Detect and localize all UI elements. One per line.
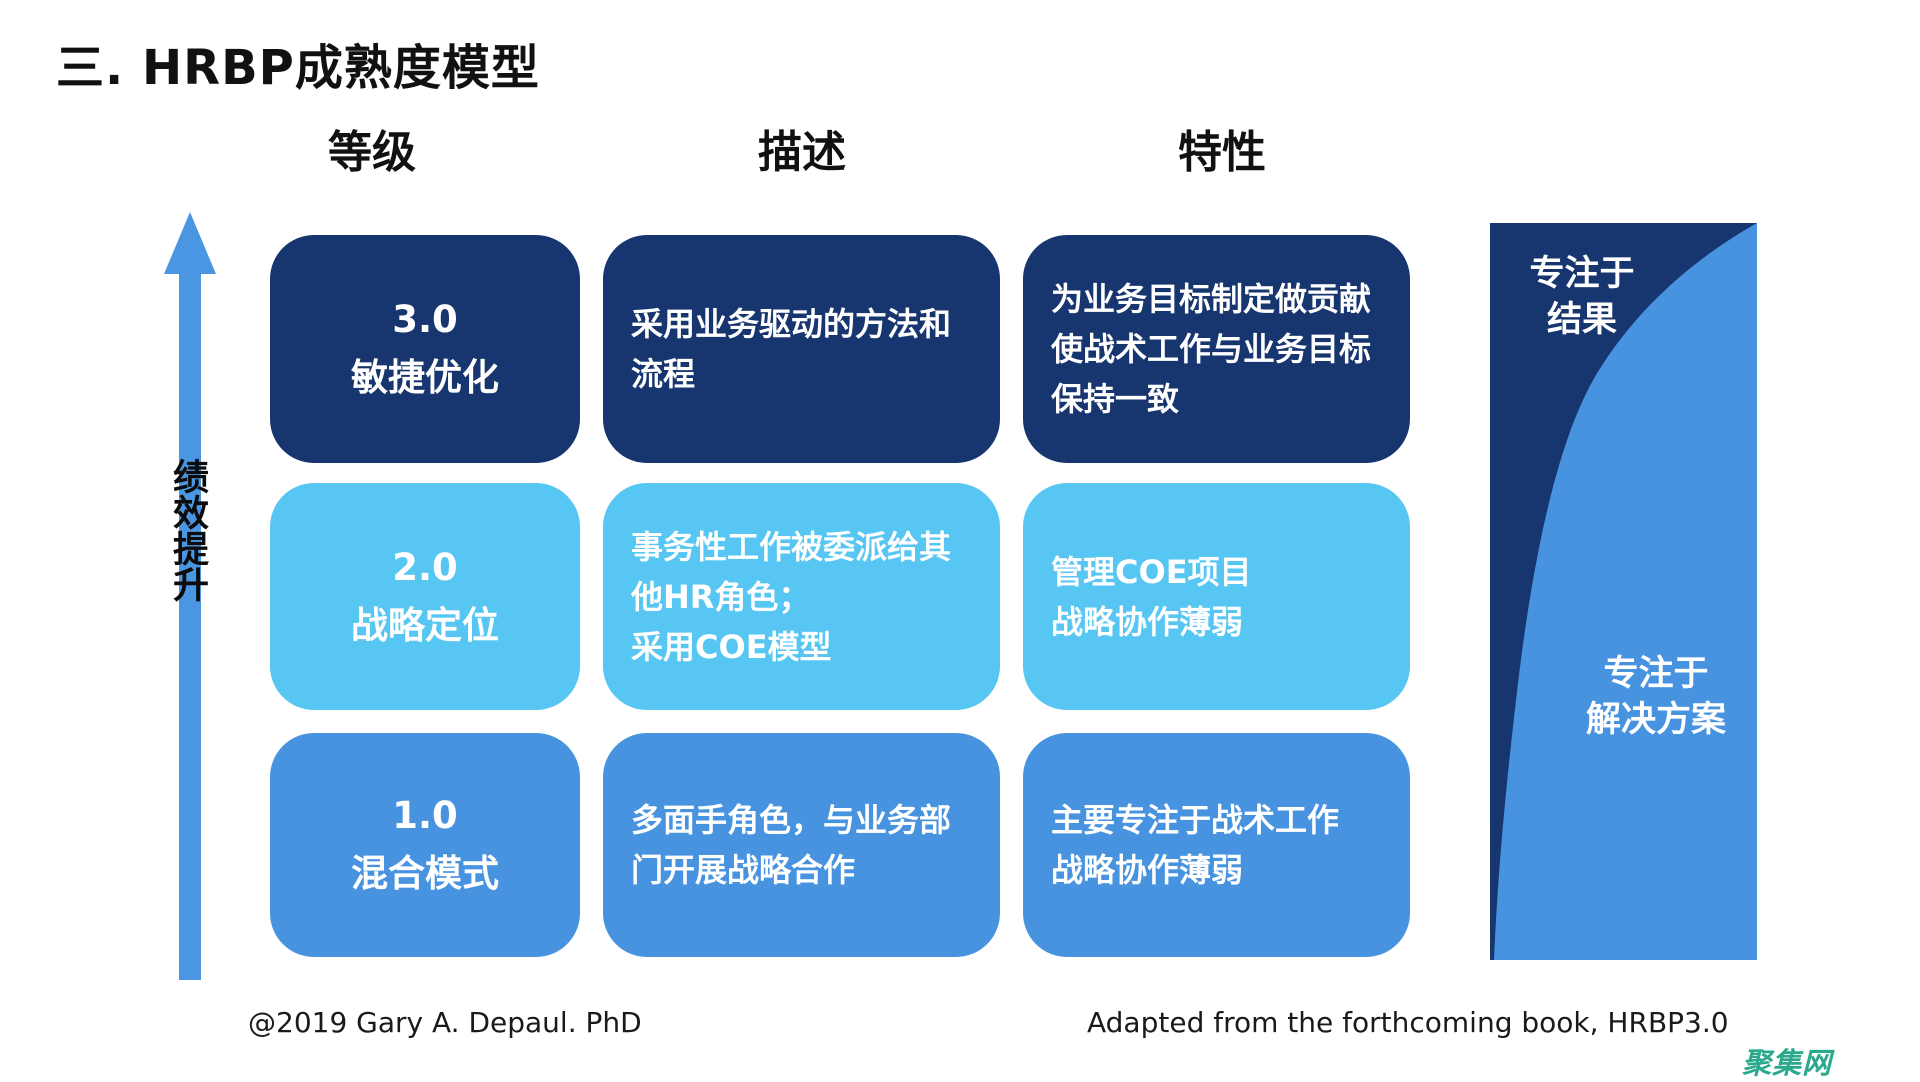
cell-traits-2.0: 管理COE项目 战略协作薄弱 — [1023, 483, 1410, 710]
cell-traits-3.0: 为业务目标制定做贡献 使战术工作与业务目标 保持一致 — [1023, 235, 1410, 463]
cell-level-1.0: 1.0 混合模式 — [270, 733, 580, 957]
performance-up-arrow-icon — [164, 212, 216, 980]
focus-solutions-label: 专注于 解决方案 — [1585, 654, 1726, 740]
column-header-level: 等级 — [328, 127, 416, 178]
focus-banner-shape — [1490, 223, 1757, 960]
cell-traits-1.0: 主要专注于战术工作 战略协作薄弱 — [1023, 733, 1410, 957]
copyright-text: @2019 Gary A. Depaul. PhD — [248, 1006, 642, 1039]
cell-description-3.0: 采用业务驱动的方法和 流程 — [603, 235, 1000, 463]
page-title: 三. HRBP成熟度模型 — [56, 40, 540, 96]
cell-level-3.0: 3.0 敏捷优化 — [270, 235, 580, 463]
source-text: Adapted from the forthcoming book, HRBP3… — [1087, 1006, 1729, 1039]
focus-results-label: 专注于 结果 — [1529, 254, 1635, 340]
column-header-description: 描述 — [758, 127, 846, 178]
cell-description-2.0: 事务性工作被委派给其 他HR角色； 采用COE模型 — [603, 483, 1000, 710]
watermark-logo: 聚集网 — [1742, 1046, 1833, 1080]
cell-description-1.0: 多面手角色，与业务部 门开展战略合作 — [603, 733, 1000, 957]
column-header-traits: 特性 — [1178, 127, 1266, 178]
performance-axis-label: 绩效提升 — [167, 458, 208, 602]
focus-banner: 专注于 结果 专注于 解决方案 — [1490, 223, 1757, 960]
cell-level-2.0: 2.0 战略定位 — [270, 483, 580, 710]
